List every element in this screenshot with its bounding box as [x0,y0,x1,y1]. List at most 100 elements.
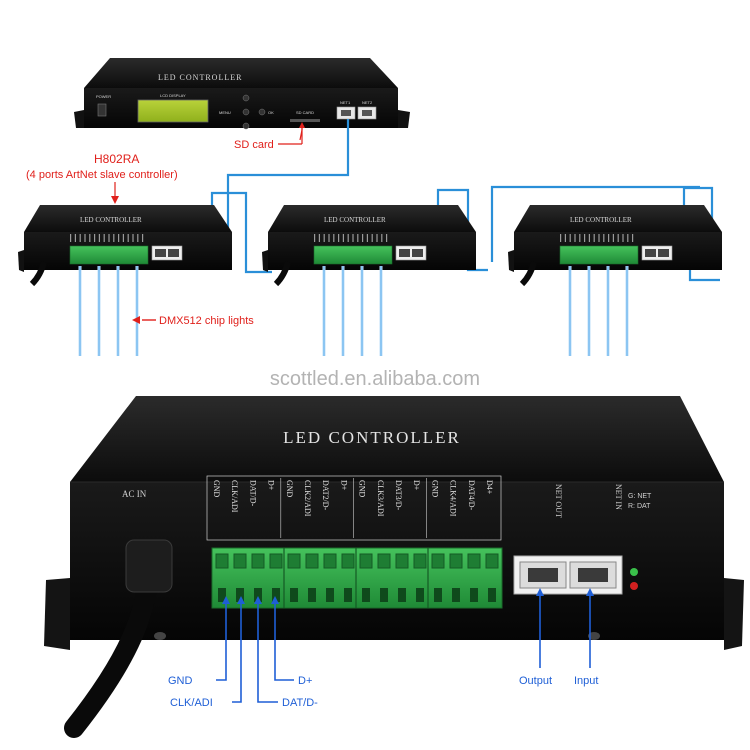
terminal-screw[interactable] [449,553,463,569]
dmx512-light-strand [587,266,591,356]
terminal-screw[interactable] [233,553,247,569]
port-label-9: GND [358,480,367,498]
terminal-screw[interactable] [413,553,427,569]
terminal-callout-lines [216,592,591,703]
slave-port-label-mark [89,234,91,242]
terminal-wire-slot[interactable] [488,588,496,602]
terminal-wire-slot[interactable] [434,588,442,602]
terminal-wire-slot[interactable] [362,588,370,602]
power-switch[interactable] [97,103,107,117]
sd-card-slot[interactable] [290,119,320,122]
port-label-13: GND [430,480,439,498]
terminal-screw[interactable] [485,553,499,569]
net-led-green [630,568,638,576]
master-net1-label: NET1 [340,100,351,105]
port-label-10: CLK3/ADI [376,480,385,517]
terminal-wire-slot[interactable] [344,588,352,602]
slave-port-label-mark [94,234,96,242]
port-label-3: DAT/D- [248,480,257,507]
callout-output: Output [519,675,552,687]
terminal-screw[interactable] [395,553,409,569]
dmx512-light-strand [379,266,383,356]
terminal-screw[interactable] [377,553,391,569]
up-button[interactable] [242,94,250,102]
slave-terminal-block [559,245,639,265]
slave-port-label-mark [588,234,590,242]
slave-port-label-mark [103,234,105,242]
slave-port-label-mark [342,234,344,242]
down-button[interactable] [242,122,250,130]
slave-power-cord [273,261,291,287]
slave-port-label-mark [366,234,368,242]
terminal-screw[interactable] [251,553,265,569]
dmx512-light-strand [97,266,101,356]
net-in-label: NET IN [614,484,623,510]
slave-port-label-mark [328,234,330,242]
master-title: LED CONTROLLER [158,73,242,82]
slave-port-label-mark [347,234,349,242]
led-legend-red: R: DAT [628,503,651,510]
slave-port-label-mark [560,234,562,242]
port-label-15: DAT4/D- [467,480,476,511]
port-label-1: GND [212,480,221,498]
terminal-wire-slot[interactable] [290,588,298,602]
sd-card-label: SD card [234,139,274,151]
net-out-label: NET OUT [554,484,563,518]
terminal-screw[interactable] [341,553,355,569]
slave-terminal-block [313,245,393,265]
terminal-wire-slot[interactable] [416,588,424,602]
menu-button[interactable] [242,108,250,116]
slave-port-label-mark [323,234,325,242]
slave-port-label-mark [314,234,316,242]
terminal-wire-slot[interactable] [218,588,226,602]
slave-port-label-mark [122,234,124,242]
port-label-frame [206,475,502,541]
terminal-callout-arrows [222,588,594,604]
dmx512-label: DMX512 chip lights [159,315,254,327]
terminal-wire-slot[interactable] [470,588,478,602]
terminal-screw[interactable] [305,553,319,569]
terminal-screw[interactable] [323,553,337,569]
callout-clk: CLK/ADI [170,697,213,709]
slave-port-label-mark [569,234,571,242]
slave-port-label-mark [333,234,335,242]
closeup-title: LED CONTROLLER [283,428,461,447]
slave-port-label-mark [318,234,320,242]
mount-hole-right [588,632,600,640]
port-label-5: GND [285,480,294,498]
terminal-screw[interactable] [215,553,229,569]
ok-button[interactable] [258,108,266,116]
terminal-wire-slot[interactable] [380,588,388,602]
terminal-wire-slot[interactable] [236,588,244,602]
terminal-wire-slot[interactable] [398,588,406,602]
net-in-port[interactable] [569,561,617,589]
master-net2-label: NET2 [362,100,373,105]
watermark: scottled.en.alibaba.com [270,368,480,390]
terminal-screw[interactable] [431,553,445,569]
slave-port-label-mark [598,234,600,242]
dmx512-light-strand [606,266,610,356]
terminal-wire-slot[interactable] [326,588,334,602]
terminal-wire-slot[interactable] [254,588,262,602]
slave-port-label-mark [584,234,586,242]
terminal-wire-slot[interactable] [272,588,280,602]
slave-unit-3: LED CONTROLLER [508,205,722,356]
slave-unit-title: LED CONTROLLER [570,216,632,224]
terminal-screw[interactable] [287,553,301,569]
terminal-screw[interactable] [269,553,283,569]
slave-port-label-mark [137,234,139,242]
port-label-16: D4+ [485,480,494,495]
slave-terminal-block [69,245,149,265]
terminal-screw[interactable] [359,553,373,569]
port-label-12: D+ [412,480,421,491]
callout-input: Input [574,675,598,687]
terminal-screw[interactable] [467,553,481,569]
terminal-wire-slot[interactable] [452,588,460,602]
dmx512-light-strand [625,266,629,356]
dmx512-light-strand [116,266,120,356]
dmx512-light-strand [341,266,345,356]
slave-port-label-mark [352,234,354,242]
mount-hole-left [154,632,166,640]
terminal-wire-slot[interactable] [308,588,316,602]
lcd-display [137,99,209,123]
